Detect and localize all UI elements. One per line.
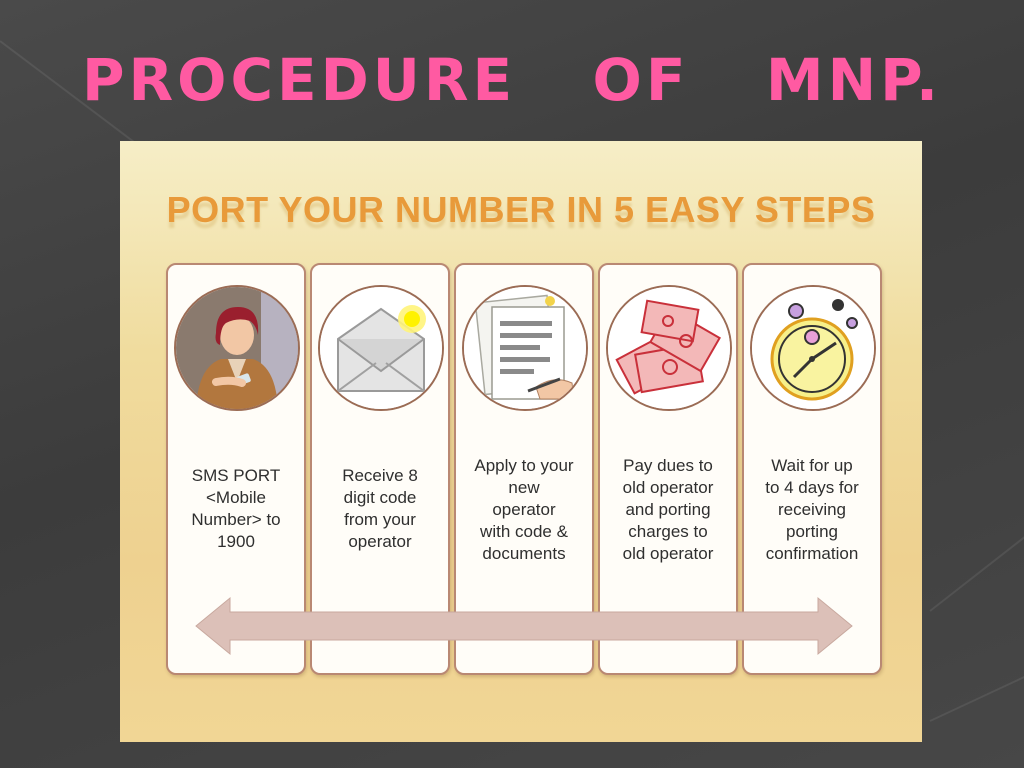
step-card-4: Pay dues to old operator and porting cha… [598,263,738,675]
step-card-1: SMS PORT <Mobile Number> to 1900 [166,263,306,675]
stopwatch-icon [750,285,876,411]
background-decor-line [929,660,1024,722]
panel-heading: PORT YOUR NUMBER IN 5 EASY STEPS [166,189,876,230]
step-1-text: SMS PORT <Mobile Number> to 1900 [191,466,281,551]
envelope-icon [318,285,444,411]
infographic-panel: PORT YOUR NUMBER IN 5 EASY STEPS SMS POR… [120,141,922,742]
woman-texting-icon [174,285,300,411]
document-signing-icon [462,285,588,411]
step-3-text: Apply to your new operator with code & d… [474,456,574,563]
step-4-text: Pay dues to old operator and porting cha… [622,456,714,563]
step-card-2: Receive 8 digit code from your operator [310,263,450,675]
background-decor-line [929,524,1024,612]
step-5-text: Wait for up to 4 days for receiving port… [765,456,859,563]
slide-title: PROCEDURE OF MNP. [81,46,943,114]
step-card-5: Wait for up to 4 days for receiving port… [742,263,882,675]
step-card-3: Apply to your new operator with code & d… [454,263,594,675]
step-2-text: Receive 8 digit code from your operator [342,466,418,551]
money-icon [606,285,732,411]
double-arrow-icon [195,596,853,656]
